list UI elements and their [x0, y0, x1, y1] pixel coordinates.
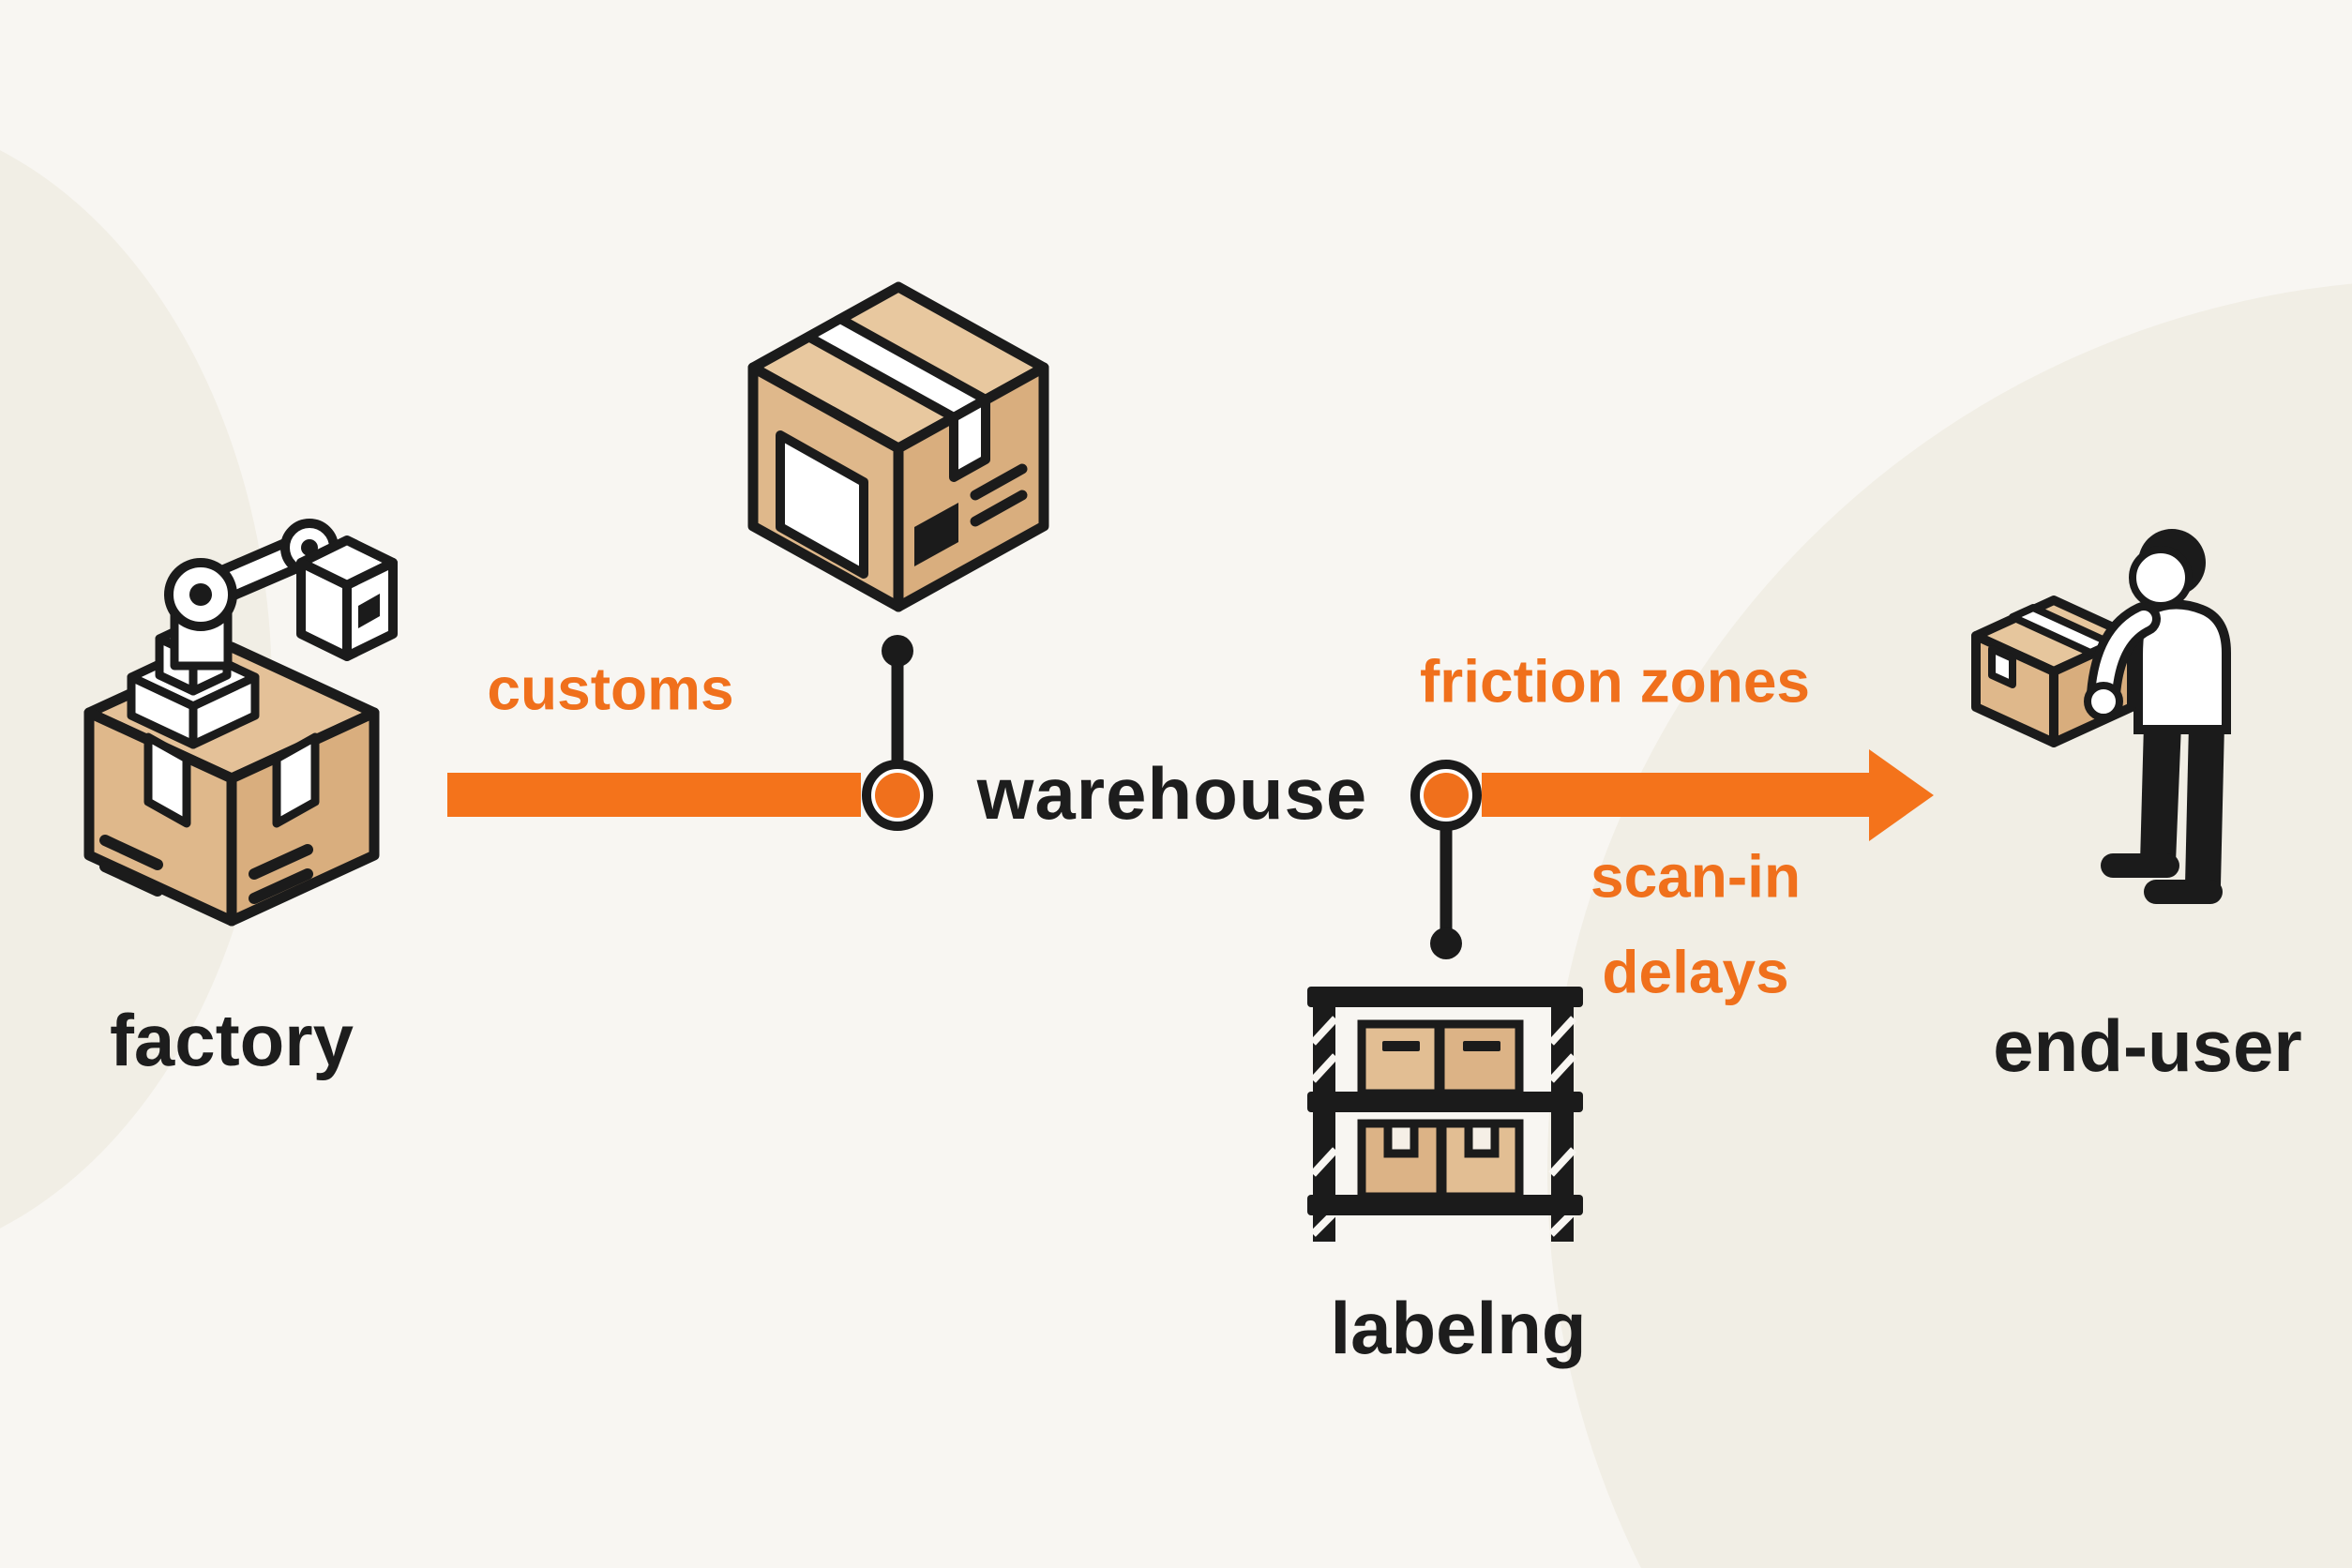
- box-line: [99, 861, 163, 897]
- stem-dot: [1430, 927, 1462, 959]
- shelf-bar: [1307, 987, 1583, 1007]
- warehouse-label: warehouse: [976, 752, 1368, 836]
- friction-zones-annotation: friction zones: [1419, 647, 1811, 716]
- open-flap: [272, 732, 320, 828]
- leg: [2185, 724, 2224, 885]
- labeling-label: labelng: [1330, 1287, 1587, 1370]
- arrow-segment-1: [447, 773, 861, 817]
- shelf-boxes: [1357, 1019, 1524, 1201]
- tape-notch: [949, 395, 990, 482]
- customs-annotation: customs: [487, 655, 734, 723]
- robot-arm-base: [127, 588, 260, 749]
- leg: [2140, 724, 2181, 863]
- scan-in-delays-line1: scan-in: [1590, 842, 1802, 911]
- cardboard-box-icon: [747, 281, 1049, 612]
- factory-label: factory: [109, 999, 354, 1082]
- shoe: [2101, 853, 2179, 878]
- factory-icon: [83, 519, 398, 927]
- face: [2129, 546, 2193, 610]
- hand: [2084, 682, 2123, 721]
- stem-dot: [882, 635, 913, 667]
- arrow-segment-2: [1482, 773, 1869, 817]
- node-core: [875, 773, 920, 818]
- label-patch: [914, 503, 958, 566]
- scan-in-delays-annotation: scan-in delays: [1591, 829, 1801, 1021]
- arrow-head: [1869, 749, 1934, 841]
- gripped-box: [296, 535, 398, 661]
- node-ring: [862, 760, 933, 831]
- node-core: [1424, 773, 1469, 818]
- open-flap: [143, 732, 191, 828]
- person-holding-box-icon: [1971, 529, 2231, 904]
- box-line: [249, 844, 313, 880]
- storage-shelf-icon: [1307, 987, 1583, 1242]
- shoe: [2144, 880, 2223, 904]
- held-box: [1971, 596, 2136, 747]
- labeling-node: [1410, 760, 1482, 959]
- end-user-label: end-user: [1993, 1004, 2302, 1088]
- node-ring: [1410, 760, 1482, 831]
- flow-arrow: [447, 635, 1934, 959]
- tape-notch: [1988, 645, 2016, 688]
- label-line: [970, 463, 1028, 501]
- scan-in-delays-line2: delays: [1602, 939, 1789, 1006]
- warehouse-node: [862, 635, 933, 831]
- shipping-label: [776, 430, 868, 579]
- box-line: [99, 835, 163, 870]
- box-line: [249, 868, 313, 904]
- label-line: [970, 490, 1028, 527]
